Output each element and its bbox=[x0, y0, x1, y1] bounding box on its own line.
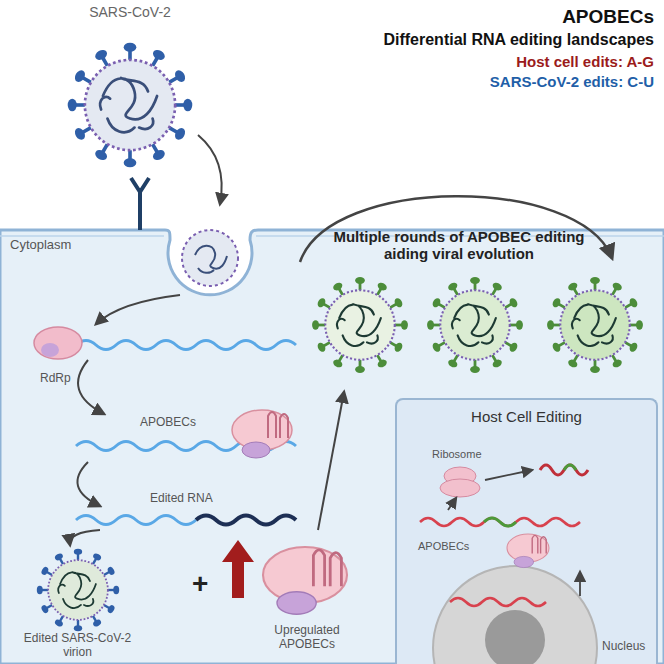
inset-panel: Host Cell Editing bbox=[395, 398, 658, 664]
virus-label: SARS-CoV-2 bbox=[80, 4, 180, 20]
title: APOBECs bbox=[562, 6, 654, 28]
key-text: Host cell edits: A-G bbox=[516, 53, 654, 70]
enzyme-label: APOBECs bbox=[418, 540, 469, 553]
enzyme-label: APOBECs bbox=[140, 416, 196, 430]
enzyme-label: Upregulated APOBECs bbox=[252, 624, 362, 652]
enzyme-label: RdRp bbox=[40, 372, 71, 386]
cell-region: CytoplasmHost Cell Editing bbox=[0, 232, 664, 664]
process-note: Multiple rounds of APOBEC editing aiding… bbox=[328, 228, 590, 263]
key-text: SARS-CoV-2 edits: C-U bbox=[490, 73, 654, 90]
subtitle: Differential RNA editing landscapes bbox=[383, 31, 654, 49]
organelle-label: Ribosome bbox=[432, 448, 482, 461]
rna-label: Edited RNA bbox=[150, 492, 213, 506]
organelle-label: Nucleus bbox=[602, 640, 645, 654]
plus-sign: + bbox=[192, 568, 208, 600]
region-label: Host Cell Editing bbox=[403, 408, 650, 425]
virion-label: Edited SARS-CoV-2 virion bbox=[15, 632, 140, 660]
